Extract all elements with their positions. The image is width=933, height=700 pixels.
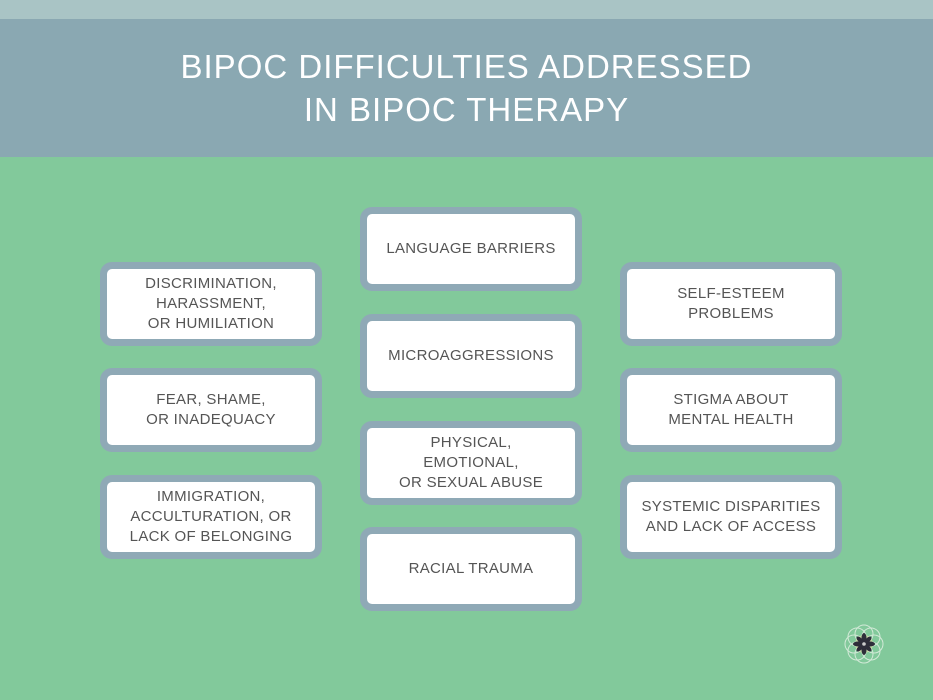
difficulty-box: IMMIGRATION, ACCULTURATION, OR LACK OF B… xyxy=(100,475,322,559)
difficulty-box: DISCRIMINATION, HARASSMENT, OR HUMILIATI… xyxy=(100,262,322,346)
difficulty-box: SYSTEMIC DISPARITIES AND LACK OF ACCESS xyxy=(620,475,842,559)
difficulty-box: RACIAL TRAUMA xyxy=(360,527,582,611)
top-strip xyxy=(0,0,933,19)
difficulty-box: LANGUAGE BARRIERS xyxy=(360,207,582,291)
header-banner: BIPOC DIFFICULTIES ADDRESSED IN BIPOC THE… xyxy=(0,19,933,157)
difficulty-box: SELF-ESTEEM PROBLEMS xyxy=(620,262,842,346)
difficulty-box: MICROAGGRESSIONS xyxy=(360,314,582,398)
difficulty-box: PHYSICAL, EMOTIONAL, OR SEXUAL ABUSE xyxy=(360,421,582,505)
title-line-1: BIPOC DIFFICULTIES ADDRESSED xyxy=(180,48,753,85)
difficulty-box: STIGMA ABOUT MENTAL HEALTH xyxy=(620,368,842,452)
flower-logo-icon xyxy=(844,624,884,664)
difficulty-box: FEAR, SHAME, OR INADEQUACY xyxy=(100,368,322,452)
page-title: BIPOC DIFFICULTIES ADDRESSED IN BIPOC THE… xyxy=(181,45,753,131)
title-line-2: IN BIPOC THERAPY xyxy=(303,91,630,128)
